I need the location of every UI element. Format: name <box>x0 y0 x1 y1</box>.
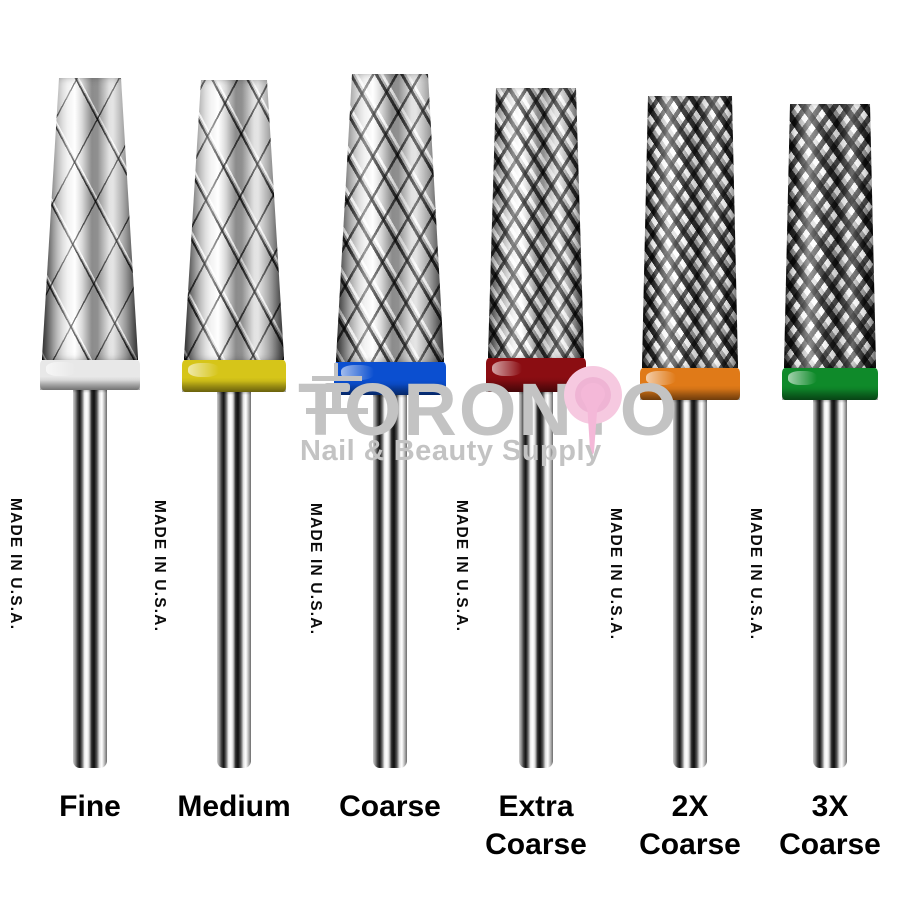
band-shadow <box>486 380 586 392</box>
head-specular-shine <box>642 96 738 368</box>
grit-color-band-blue <box>334 362 446 395</box>
head-edge-shading <box>42 78 138 360</box>
bit-shank: MADE IN U.S.A. <box>151 390 251 768</box>
grit-label-line: Extra <box>498 790 574 823</box>
grit-label-line: Medium <box>177 790 291 823</box>
bit-shank: MADE IN U.S.A. <box>607 398 707 768</box>
head-edge-shading <box>488 88 584 358</box>
grit-color-band-dark-red <box>486 358 586 392</box>
band-gloss <box>787 370 817 386</box>
bit-head <box>184 80 284 360</box>
shank-top-shadow <box>73 388 107 393</box>
grit-label-fine: Fine <box>10 788 170 826</box>
grit-color-band-yellow <box>182 360 286 392</box>
band-shadow <box>640 389 740 400</box>
grit-label-line: 2X <box>671 790 709 823</box>
bit-head <box>642 96 738 368</box>
grit-label-2x-coarse: 2X Coarse <box>610 788 770 865</box>
shank-engraving-text: MADE IN U.S.A. <box>150 500 168 633</box>
grit-label-3x-coarse: 3X Coarse <box>750 788 910 865</box>
shank-engraving-text: MADE IN U.S.A. <box>746 508 764 641</box>
head-specular-shine <box>336 74 444 362</box>
drill-bit-extra-coarse: MADE IN U.S.A. <box>453 0 616 780</box>
grit-label-line: Coarse <box>779 828 881 862</box>
grit-label-medium: Medium <box>154 788 314 826</box>
head-edge-shading <box>184 80 284 360</box>
band-gloss <box>340 364 375 380</box>
band-gloss <box>492 360 522 377</box>
band-gloss <box>646 370 676 386</box>
shank-engraving-text: MADE IN U.S.A. <box>306 503 324 636</box>
grit-label-line: 3X <box>811 790 849 823</box>
band-shadow <box>334 383 446 395</box>
bit-head <box>784 104 876 368</box>
flute-pattern-cross <box>336 74 444 362</box>
drill-bit-coarse: MADE IN U.S.A. <box>307 0 470 780</box>
shank-engraving-text: MADE IN U.S.A. <box>606 508 624 641</box>
flute-pattern-cross <box>184 80 284 360</box>
drill-bit-fine: MADE IN U.S.A. <box>7 0 170 780</box>
head-edge-shading <box>336 74 444 362</box>
band-shadow <box>182 381 286 392</box>
flute-pattern-cross <box>42 78 138 360</box>
drill-bit-medium: MADE IN U.S.A. <box>151 0 314 780</box>
bit-shank: MADE IN U.S.A. <box>307 393 407 768</box>
shank-top-shadow <box>673 398 707 403</box>
bit-shank: MADE IN U.S.A. <box>747 398 847 768</box>
flute-pattern-cross <box>488 88 584 358</box>
bit-shank: MADE IN U.S.A. <box>453 390 553 768</box>
grit-color-band-green <box>782 368 878 400</box>
head-edge-shading <box>642 96 738 368</box>
bit-shank: MADE IN U.S.A. <box>7 388 107 768</box>
band-gloss <box>46 362 76 377</box>
grit-color-band-orange <box>640 368 740 400</box>
drill-bit-2x-coarse: MADE IN U.S.A. <box>607 0 770 780</box>
grit-label-line: Fine <box>59 790 121 823</box>
head-edge-shading <box>784 104 876 368</box>
head-specular-shine <box>784 104 876 368</box>
flute-pattern-cross <box>642 96 738 368</box>
head-specular-shine <box>184 80 284 360</box>
shank-engraving-text: MADE IN U.S.A. <box>6 498 24 631</box>
shank-top-shadow <box>813 398 847 403</box>
flute-pattern-cross <box>784 104 876 368</box>
grit-label-line: Coarse <box>485 828 587 862</box>
bit-head <box>336 74 444 362</box>
grit-label-line: Coarse <box>639 828 741 862</box>
shank-engraving-text: MADE IN U.S.A. <box>452 500 470 633</box>
drill-bit-3x-coarse: MADE IN U.S.A. <box>747 0 910 780</box>
band-gloss <box>188 362 220 378</box>
bit-head <box>488 88 584 358</box>
shank-top-shadow <box>519 390 553 395</box>
band-shadow <box>782 389 878 400</box>
band-shadow <box>40 379 140 390</box>
head-specular-shine <box>488 88 584 358</box>
head-specular-shine <box>42 78 138 360</box>
grit-color-band-white <box>40 360 140 390</box>
shank-top-shadow <box>217 390 251 395</box>
bit-head <box>42 78 138 360</box>
grit-label-line: Coarse <box>339 790 441 823</box>
grit-label-coarse: Coarse <box>310 788 470 826</box>
shank-top-shadow <box>373 393 407 398</box>
